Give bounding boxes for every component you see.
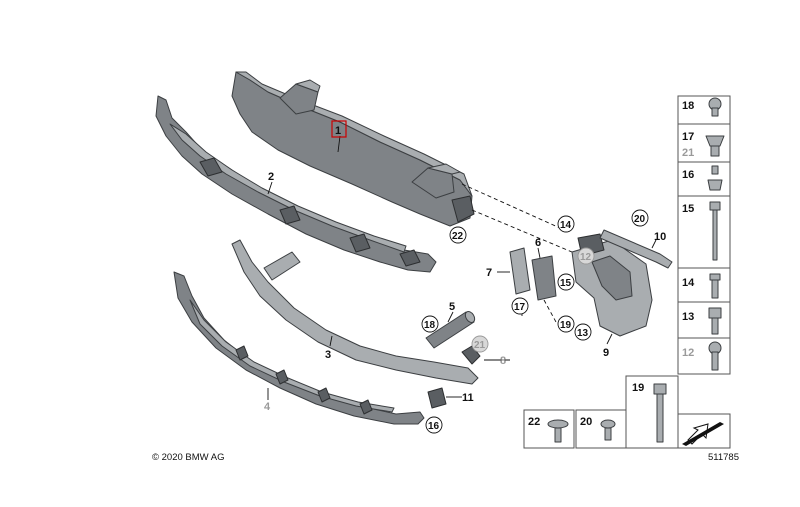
panel-label-15[interactable]: 15 [682,203,694,215]
nut-17 [705,135,725,157]
svg-text:14: 14 [560,220,572,231]
label-1[interactable]: 1 [335,125,341,137]
svg-text:21: 21 [474,340,486,351]
callout-13[interactable]: 13 [574,323,592,341]
panel-label-20[interactable]: 20 [580,416,592,428]
side-bracket [571,233,653,337]
label-8[interactable]: 8 [500,355,506,367]
label-4[interactable]: 4 [264,401,271,413]
callout-18[interactable]: 18 [421,315,439,333]
panel-label-19[interactable]: 19 [632,382,644,394]
label-2[interactable]: 2 [268,171,274,183]
callout-16[interactable]: 16 [425,416,443,434]
bolt-15 [709,201,721,261]
screw-20 [600,419,616,441]
svg-text:20: 20 [634,214,646,225]
svg-text:15: 15 [560,278,572,289]
callout-17[interactable]: 17 [511,297,529,315]
lower-grille [173,271,425,425]
clip-16 [707,165,723,191]
assembly-line [471,209,573,253]
bolt-14 [709,273,721,299]
callout-19[interactable]: 19 [557,315,575,333]
label-5[interactable]: 5 [449,301,455,313]
panel-label-21[interactable]: 21 [682,147,694,159]
label-9[interactable]: 9 [603,347,609,359]
callout-21[interactable]: 21 [471,335,489,353]
trim-strip [231,239,479,385]
highlight-box [331,120,347,138]
screw-18 [708,97,722,117]
bracket-6 [531,255,557,301]
panel-label-12[interactable]: 12 [682,347,694,359]
fastener-22-box: 22 [523,409,575,449]
arrow-symbol-icon [677,413,731,449]
reference-number: 511785 [708,452,739,463]
label-10[interactable]: 10 [654,231,666,243]
panel-label-18[interactable]: 18 [682,100,694,112]
tube-part [425,310,476,349]
svg-text:18: 18 [424,320,436,331]
fastener-panel: 18 17 21 16 15 14 13 12 [677,95,731,375]
panel-label-16[interactable]: 16 [682,169,694,181]
callout-22[interactable]: 22 [449,226,467,244]
bumper-carrier [231,71,475,227]
svg-text:16: 16 [428,421,440,432]
bolt-13 [708,307,722,335]
callout-12[interactable]: 12 [577,247,595,265]
energy-absorber [155,95,437,273]
screw-22 [547,419,569,443]
callout-15[interactable]: 15 [557,273,575,291]
callout-14[interactable]: 14 [557,215,575,233]
panel-label-22[interactable]: 22 [528,416,540,428]
panel-label-13[interactable]: 13 [682,311,694,323]
label-7[interactable]: 7 [486,267,492,279]
bolt-12 [708,341,722,371]
svg-text:12: 12 [580,252,592,263]
callout-20[interactable]: 20 [631,209,649,227]
strap-part [599,229,673,269]
label-3[interactable]: 3 [325,349,331,361]
assembly-line [543,299,557,323]
svg-text:13: 13 [577,328,589,339]
copyright-text: © 2020 BMW AG [152,452,225,463]
svg-text:17: 17 [514,302,526,313]
svg-text:22: 22 [452,231,464,242]
fastener-20-box: 20 [575,409,627,449]
bracket-7 [509,247,531,295]
svg-text:19: 19 [560,320,572,331]
bolt-19 [653,383,667,443]
panel-label-17[interactable]: 17 [682,131,694,143]
small-bracket [427,387,447,409]
label-6[interactable]: 6 [535,237,541,249]
panel-label-14[interactable]: 14 [682,277,695,289]
label-11[interactable]: 11 [462,392,474,404]
assembly-line [461,183,561,229]
fastener-19-box: 19 [625,375,679,449]
